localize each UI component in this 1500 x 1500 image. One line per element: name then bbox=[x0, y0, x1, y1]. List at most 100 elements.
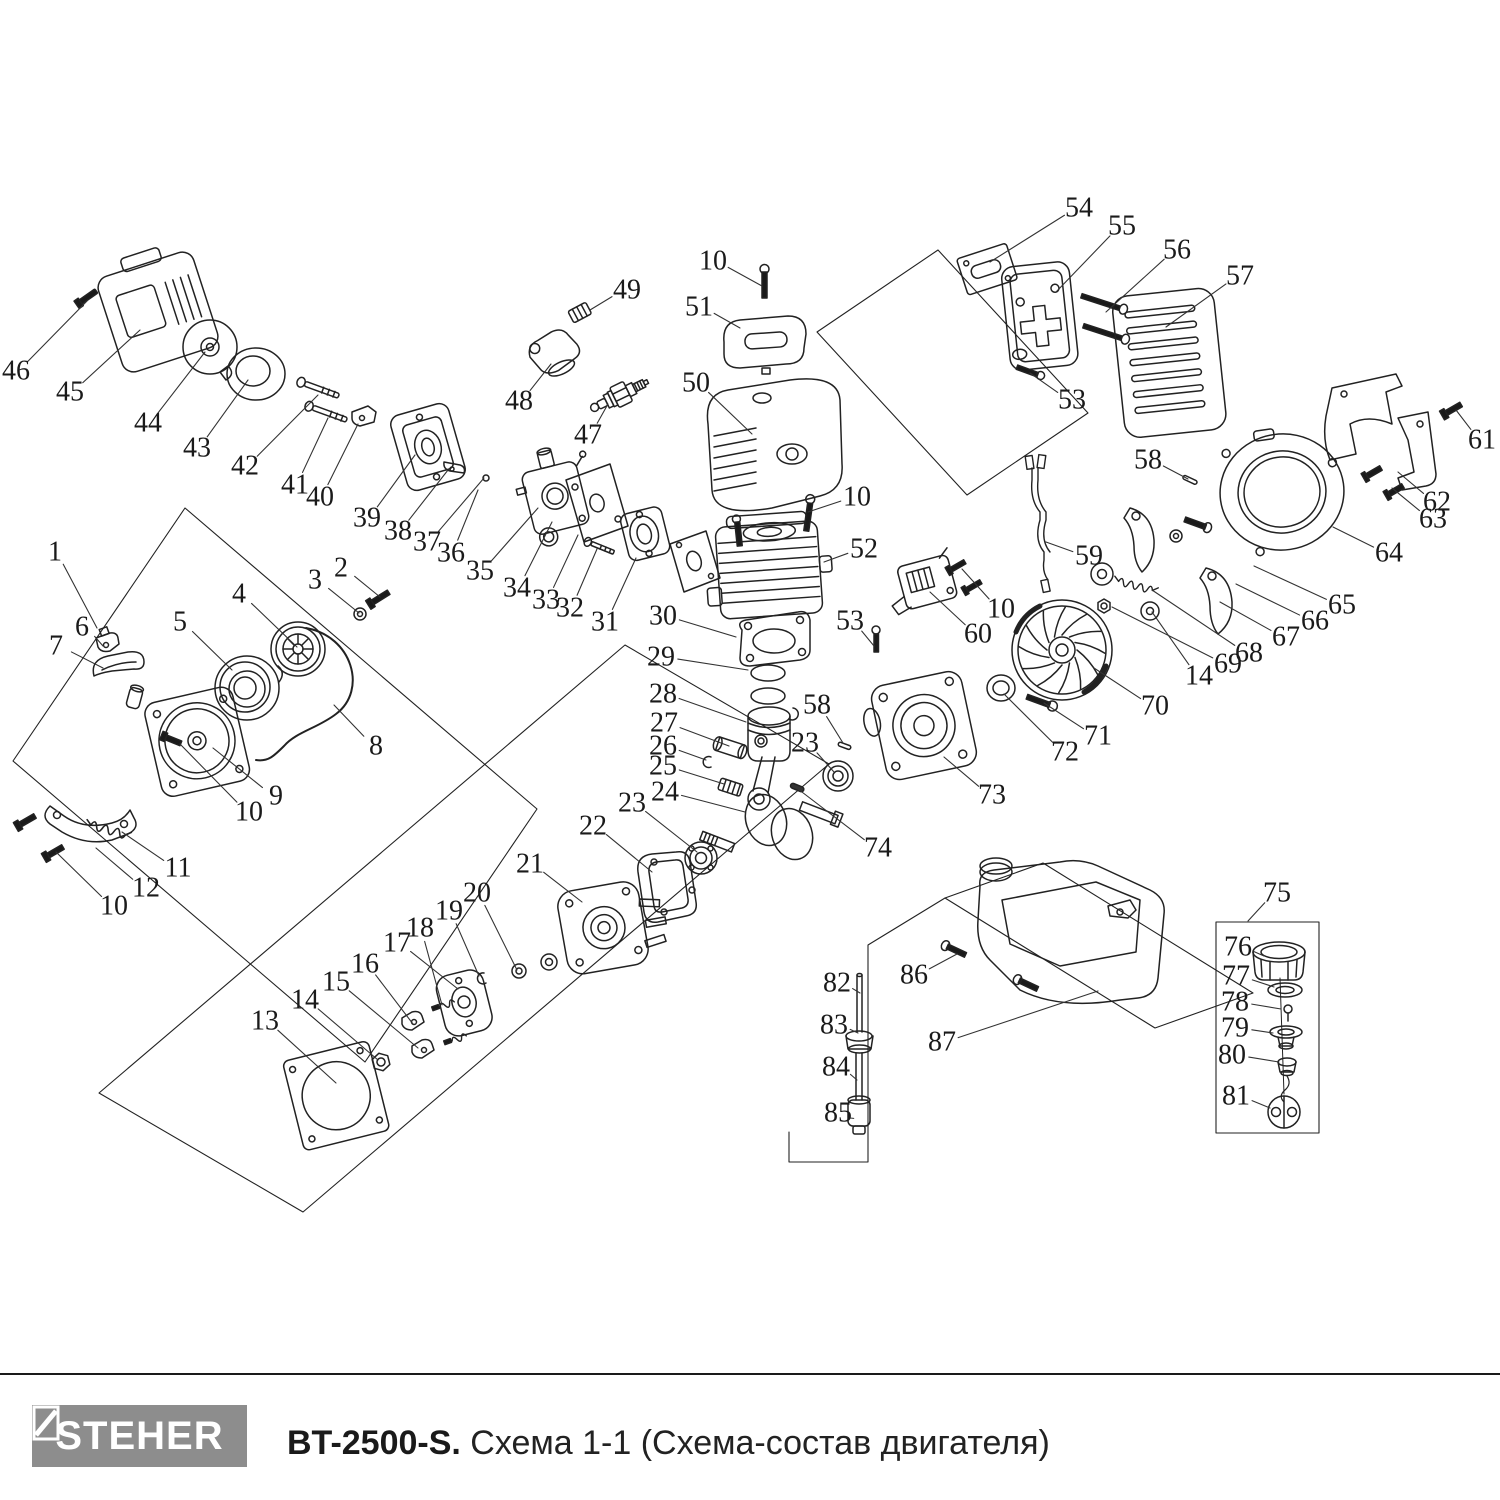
part-number-label: 28 bbox=[649, 679, 677, 710]
leader-line bbox=[678, 697, 747, 723]
part-number-label: 80 bbox=[1218, 1040, 1246, 1071]
part-terminal-49 bbox=[567, 302, 592, 324]
part-carburetor-35 bbox=[515, 447, 590, 547]
leader-line bbox=[1111, 606, 1214, 659]
part-screw-86b bbox=[1012, 974, 1040, 992]
part-seal-72 bbox=[986, 674, 1016, 702]
part-screw-56a bbox=[1080, 292, 1129, 315]
leader-line bbox=[645, 810, 698, 853]
part-number-label: 45 bbox=[56, 377, 84, 408]
leader-line bbox=[327, 423, 359, 486]
part-spark-plug-47 bbox=[589, 378, 650, 413]
leader-line bbox=[1029, 372, 1059, 393]
leader-line bbox=[158, 351, 206, 413]
part-washer-14-right bbox=[1140, 601, 1160, 621]
part-bracket-12 bbox=[44, 805, 137, 843]
leader-line bbox=[605, 834, 653, 873]
part-number-label: 50 bbox=[682, 368, 710, 399]
part-pin-37 bbox=[482, 474, 490, 482]
part-insulator-31 bbox=[619, 506, 671, 562]
part-screw-10-bracket-b bbox=[40, 844, 65, 864]
part-number-label: 69 bbox=[1214, 649, 1242, 680]
part-spring-11 bbox=[86, 818, 133, 839]
leader-line bbox=[1055, 235, 1111, 293]
part-filter-plate-44 bbox=[182, 319, 238, 381]
leader-line bbox=[457, 489, 479, 541]
part-number-label: 51 bbox=[685, 292, 713, 323]
part-muffler-cover-57 bbox=[1112, 287, 1227, 438]
part-bracket-38 bbox=[443, 461, 466, 474]
flywheel-fin bbox=[1076, 649, 1099, 676]
leader-line bbox=[1151, 589, 1236, 646]
part-flywheel-70 bbox=[1011, 599, 1113, 701]
leader-line bbox=[121, 831, 165, 861]
part-number-label: 24 bbox=[651, 777, 679, 808]
leader-line bbox=[1251, 1029, 1274, 1034]
part-cylinder-cover-50 bbox=[706, 378, 843, 512]
part-fuel-pipe-82 bbox=[856, 972, 863, 1033]
part-pin-58-left bbox=[837, 741, 852, 751]
part-number-label: 56 bbox=[1163, 235, 1191, 266]
leader-line bbox=[1332, 526, 1375, 548]
leader-line bbox=[410, 950, 459, 990]
part-number-label: 2 bbox=[334, 553, 348, 584]
leader-line bbox=[82, 329, 141, 384]
part-filter-element-43 bbox=[226, 347, 286, 401]
part-number-label: 17 bbox=[383, 928, 411, 959]
part-plate-13 bbox=[282, 1040, 390, 1151]
part-number-label: 27 bbox=[650, 708, 678, 739]
leader-line bbox=[1247, 902, 1266, 922]
part-nut-69 bbox=[1097, 598, 1111, 614]
part-grommet-79 bbox=[1269, 1025, 1303, 1050]
part-number-label: 10 bbox=[699, 246, 727, 277]
part-number-label: 1 bbox=[48, 537, 62, 568]
part-number-label: 48 bbox=[505, 386, 533, 417]
leader-line bbox=[1165, 283, 1227, 328]
part-number-label: 46 bbox=[2, 356, 30, 387]
part-choke-lever-40 bbox=[351, 405, 377, 427]
part-number-label: 10 bbox=[987, 594, 1015, 625]
cap-parts-box bbox=[1215, 921, 1320, 1134]
leader-line bbox=[437, 477, 485, 533]
leader-line bbox=[596, 403, 609, 424]
flywheel-fin bbox=[1053, 606, 1067, 638]
part-washer-20b bbox=[540, 953, 558, 971]
part-clutch-shoe-67 bbox=[1199, 567, 1233, 635]
part-rope-8 bbox=[255, 627, 354, 762]
part-bracket-62 bbox=[1323, 373, 1437, 491]
part-number-label: 57 bbox=[1226, 261, 1254, 292]
part-number-label: 47 bbox=[574, 420, 602, 451]
part-number-label: 53 bbox=[836, 606, 864, 637]
part-number-label: 4 bbox=[232, 579, 246, 610]
leader-line bbox=[708, 391, 753, 435]
part-filter-base-39 bbox=[390, 402, 466, 492]
brand-logo-icon bbox=[32, 1405, 60, 1441]
flywheel-fin bbox=[1057, 662, 1071, 694]
leader-line bbox=[1251, 1100, 1271, 1109]
part-number-label: 20 bbox=[463, 878, 491, 909]
part-number-label: 53 bbox=[1058, 385, 1086, 416]
part-clip-26 bbox=[702, 755, 712, 769]
leader-line bbox=[543, 871, 583, 903]
part-bearing-23-right bbox=[822, 760, 854, 792]
part-number-label: 16 bbox=[351, 949, 379, 980]
part-number-label: 7 bbox=[49, 631, 63, 662]
leader-line bbox=[957, 990, 1099, 1039]
part-washer-71w bbox=[1090, 562, 1114, 586]
part-number-label: 49 bbox=[613, 275, 641, 306]
leader-line bbox=[524, 521, 553, 577]
part-bolt-65 bbox=[1183, 516, 1213, 534]
muffler-group-box bbox=[816, 249, 1089, 496]
part-number-label: 63 bbox=[1419, 504, 1447, 535]
part-number-label: 65 bbox=[1328, 590, 1356, 621]
part-starter-handle-7 bbox=[92, 650, 145, 710]
flywheel-fin bbox=[1022, 662, 1056, 670]
part-screw-46 bbox=[73, 288, 99, 310]
leader-line bbox=[797, 788, 865, 841]
leader-line bbox=[849, 1073, 858, 1081]
part-number-label: 23 bbox=[791, 728, 819, 759]
leader-line bbox=[27, 299, 89, 362]
flywheel-fin bbox=[1068, 630, 1102, 638]
